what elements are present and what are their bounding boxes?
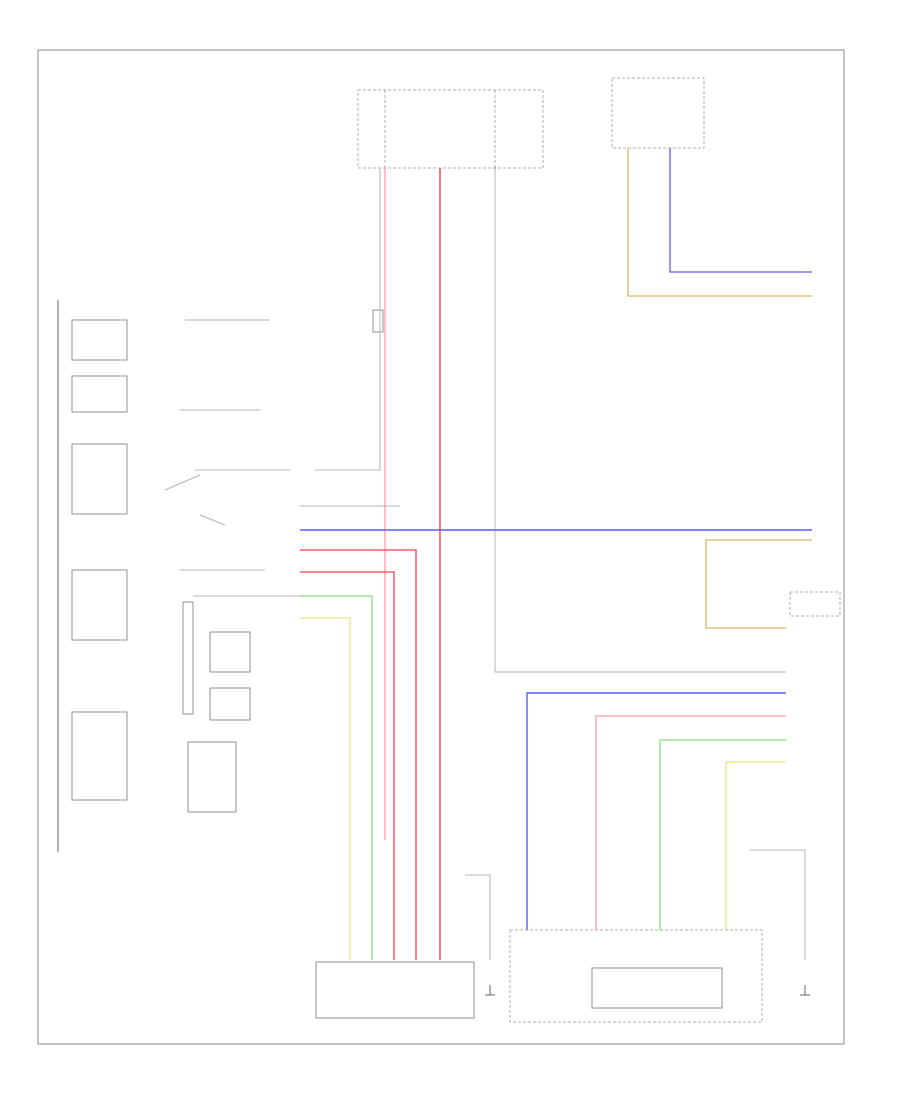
- wire-red-mid-2: [300, 571, 395, 960]
- center-switch-network: [164, 319, 290, 571]
- wire-yellow-mid: [300, 617, 351, 960]
- top-right-module: [611, 77, 705, 149]
- relay-block: [357, 89, 544, 169]
- wire-gray-mid-bottom: [465, 874, 491, 960]
- ground-symbol-1: [485, 985, 495, 996]
- diagram-frame: [37, 49, 845, 1045]
- switch-3: [71, 443, 128, 515]
- switch-2: [71, 375, 128, 413]
- left-switch-group: [57, 300, 128, 852]
- switch-4: [71, 569, 128, 641]
- wire-red-mid-1: [300, 549, 417, 960]
- wire-tan-right: [705, 539, 812, 629]
- wire-pink-main: [384, 168, 441, 960]
- wire-blue-top: [669, 148, 812, 273]
- switch-5: [71, 711, 128, 801]
- left-bar-connector: [182, 601, 194, 715]
- wire-gray-relay: [494, 168, 786, 673]
- wire-blue-right: [526, 692, 786, 930]
- fuse-element: [372, 309, 384, 333]
- right-connector-top: [789, 591, 841, 617]
- switch-small-a: [209, 631, 251, 673]
- ground-symbol-2: [800, 985, 810, 996]
- wire-yellow-right: [725, 761, 786, 930]
- wire-green-right: [659, 739, 786, 930]
- left-front-module: [315, 961, 475, 1019]
- wire-tan-top: [627, 148, 812, 297]
- wire-green-mid: [300, 595, 373, 960]
- wire-gray-far-right: [750, 849, 806, 960]
- wire-pink-right: [595, 715, 786, 930]
- right-front-module: [509, 929, 763, 1023]
- switch-1: [71, 319, 128, 361]
- wire-gray-fuse: [315, 168, 381, 471]
- switch-small-c: [187, 741, 237, 813]
- switch-small-b: [209, 687, 251, 721]
